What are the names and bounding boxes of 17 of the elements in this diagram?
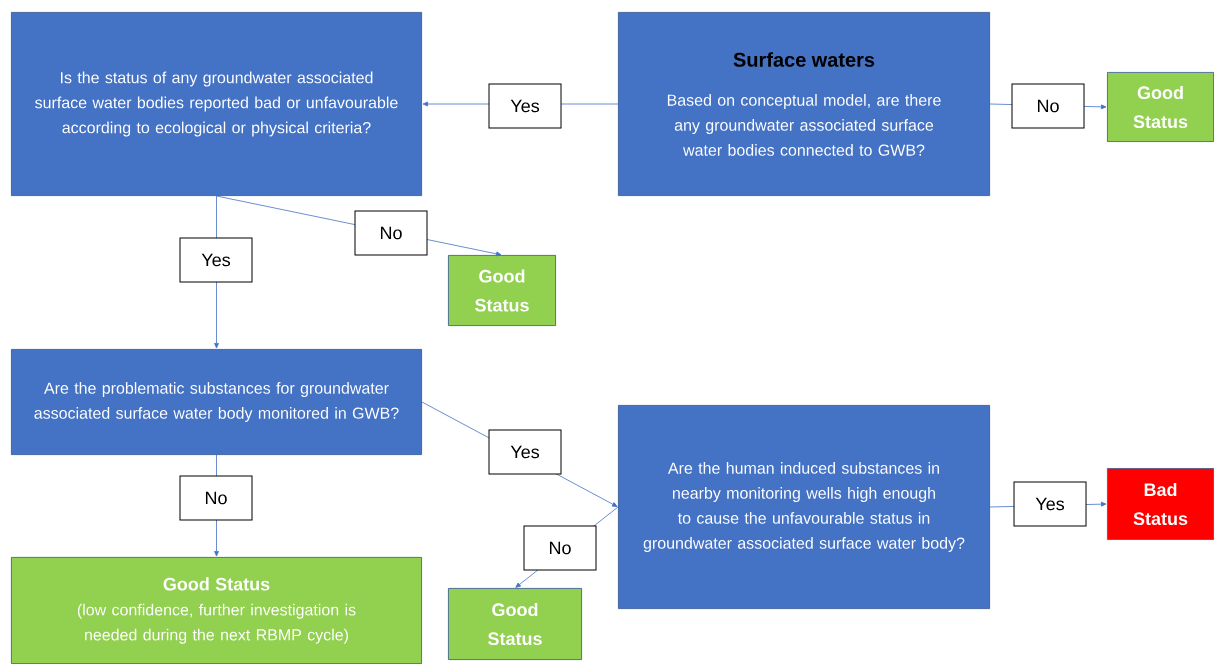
question-box: Surface waters Based on conceptual model, are there any groundwater associated surface water bodies connected to GWB? [618,12,990,196]
edge-label: Yes [179,237,253,283]
edge-label: No [354,210,428,256]
result-box: Good Status [448,588,582,660]
edge-label: Yes [488,429,562,475]
result-box: Good Status [448,255,556,326]
result-box: Good Status [1107,72,1214,142]
edge-label: No [523,525,597,571]
edge-label: No [1011,83,1085,129]
edge-label: No [179,475,253,521]
question-box: Are the human induced substances in nearby monitoring wells high enough to cause the unfavourable status in groundwater associated surface water body? [618,405,990,609]
result-box: Good Status (low confidence, further investigation is needed during the next RBMP cycle) [11,557,422,664]
question-box: Are the problematic substances for groundwater associated surface water body monitored in GWB? [11,349,422,455]
result-box: Bad Status [1107,468,1214,540]
edge-label: Yes [488,83,562,129]
question-box: Is the status of any groundwater associated surface water bodies reported bad or unfavourable according to ecological or physical criteria? [11,12,422,196]
edge-label: Yes [1013,481,1087,527]
